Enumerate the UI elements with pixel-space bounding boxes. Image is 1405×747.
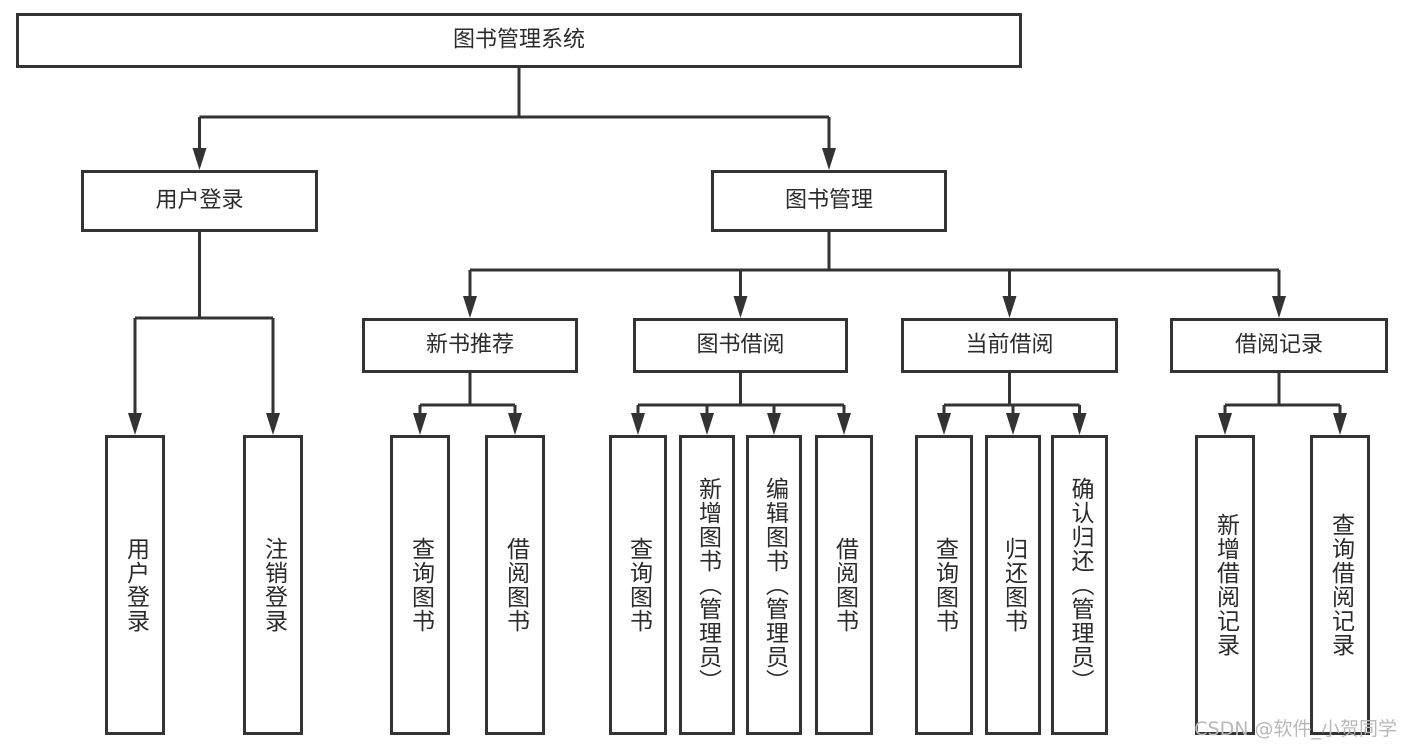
leaf-node-7[interactable]: 借阅图书 [815, 435, 873, 735]
node-box[interactable] [901, 318, 1118, 373]
leaf-node-12[interactable]: 查询借阅记录 [1310, 435, 1370, 735]
arrow-head [1218, 413, 1232, 435]
node-label: 注销登录 [261, 537, 289, 633]
node-label: 查询图书 [626, 537, 654, 633]
node-label: 新书推荐 [426, 333, 514, 358]
arrow-head [463, 296, 477, 318]
arrow-head [1006, 413, 1020, 435]
node-label: 用户登录 [123, 537, 151, 633]
arrow-head [937, 413, 951, 435]
node-box[interactable] [81, 170, 318, 232]
node-box[interactable] [485, 435, 545, 735]
leaf-node-10[interactable]: 确认归还（管理员） [1051, 435, 1108, 735]
node-label: 新增图书（管理员） [695, 477, 723, 693]
node-label: 借阅图书 [832, 537, 860, 633]
node-label: 当前借阅 [965, 333, 1053, 358]
arrow-head [128, 413, 142, 435]
node-box[interactable] [1051, 435, 1108, 735]
nodes-layer: 图书管理系统用户登录图书管理新书推荐图书借阅当前借阅借阅记录用户登录注销登录查询… [16, 13, 1388, 735]
leaf-node-8[interactable]: 查询图书 [915, 435, 973, 735]
arrow-head [1272, 296, 1286, 318]
node-box[interactable] [633, 318, 848, 373]
arrow-head [700, 413, 714, 435]
leaf-node-1[interactable]: 注销登录 [243, 435, 303, 735]
node-label: 借阅图书 [503, 537, 531, 633]
level2-node-1[interactable]: 图书借阅 [633, 318, 848, 373]
node-label: 新增借阅记录 [1213, 513, 1241, 657]
leaf-node-11[interactable]: 新增借阅记录 [1195, 435, 1255, 735]
node-box[interactable] [815, 435, 873, 735]
level2-node-3[interactable]: 借阅记录 [1170, 318, 1388, 373]
arrow-head [413, 413, 427, 435]
node-label: 确认归还（管理员） [1067, 477, 1095, 693]
node-box[interactable] [105, 435, 165, 735]
node-label: 图书管理系统 [453, 28, 585, 53]
arrow-head [192, 148, 207, 170]
arrow-head [1333, 413, 1347, 435]
leaf-node-0[interactable]: 用户登录 [105, 435, 165, 735]
node-box[interactable] [390, 435, 450, 735]
node-box[interactable] [679, 435, 735, 735]
level1-node-0[interactable]: 用户登录 [81, 170, 318, 232]
arrow-head [1002, 296, 1017, 318]
arrow-head [266, 413, 280, 435]
arrow-head [767, 413, 781, 435]
node-label: 查询借阅记录 [1328, 513, 1356, 657]
root-node-book-management-system[interactable]: 图书管理系统 [16, 13, 1022, 68]
node-box[interactable] [1310, 435, 1370, 735]
arrow-head [508, 413, 522, 435]
connectors-layer [128, 68, 1347, 435]
node-label: 图书借阅 [696, 333, 784, 358]
level2-node-0[interactable]: 新书推荐 [362, 318, 578, 373]
node-box[interactable] [746, 435, 802, 735]
node-box[interactable] [243, 435, 303, 735]
node-box[interactable] [915, 435, 973, 735]
arrow-head [631, 413, 645, 435]
node-label: 编辑图书（管理员） [762, 477, 790, 693]
node-box[interactable] [711, 170, 947, 232]
arrow-head [1072, 413, 1087, 435]
node-box[interactable] [1195, 435, 1255, 735]
leaf-node-2[interactable]: 查询图书 [390, 435, 450, 735]
node-label: 查询图书 [932, 537, 960, 633]
level1-node-1[interactable]: 图书管理 [711, 170, 947, 232]
node-box[interactable] [985, 435, 1041, 735]
node-box[interactable] [362, 318, 578, 373]
node-label: 图书管理 [785, 188, 873, 213]
arrow-head [733, 296, 748, 318]
leaf-node-3[interactable]: 借阅图书 [485, 435, 545, 735]
node-label: 归还图书 [1001, 537, 1029, 633]
leaf-node-5[interactable]: 新增图书（管理员） [679, 435, 735, 735]
level2-node-2[interactable]: 当前借阅 [901, 318, 1118, 373]
leaf-node-9[interactable]: 归还图书 [985, 435, 1041, 735]
leaf-node-6[interactable]: 编辑图书（管理员） [746, 435, 802, 735]
arrow-head [822, 148, 836, 170]
node-box[interactable] [16, 13, 1022, 68]
node-label: 借阅记录 [1235, 333, 1323, 358]
node-label: 查询图书 [408, 537, 436, 633]
leaf-node-4[interactable]: 查询图书 [609, 435, 667, 735]
node-box[interactable] [1170, 318, 1388, 373]
node-label: 用户登录 [155, 188, 243, 213]
arrow-head [837, 413, 851, 435]
node-box[interactable] [609, 435, 667, 735]
